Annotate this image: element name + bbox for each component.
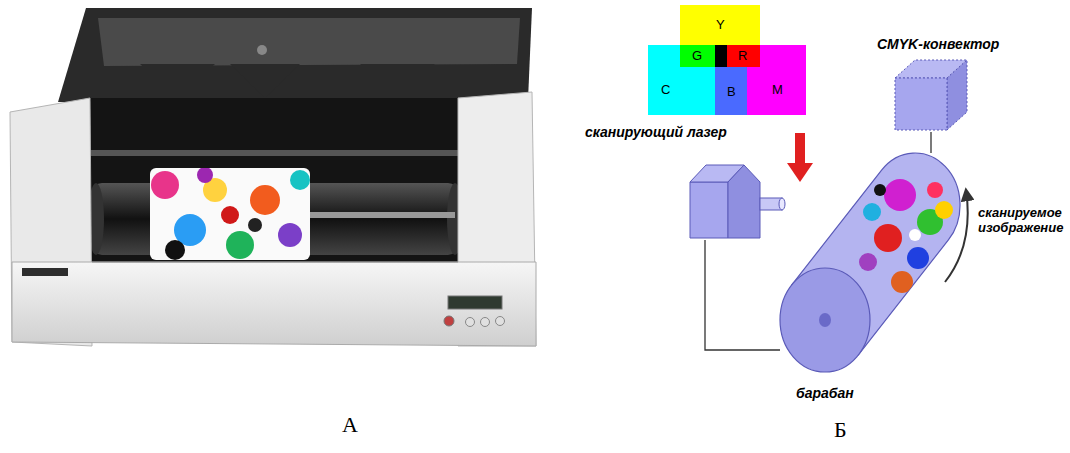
drum-hub: [819, 313, 831, 327]
scanner-front: [12, 262, 536, 346]
node-caption: CMYK-конвектор: [877, 36, 999, 52]
drum-end: [780, 268, 870, 372]
image-blob: [891, 271, 913, 293]
lid-panel: [98, 18, 520, 66]
rear-rod: [90, 150, 458, 156]
color-blob: [290, 170, 310, 190]
drum-rod: [310, 212, 455, 218]
color-letter: R: [738, 49, 747, 64]
node-caption: барабан: [796, 385, 854, 401]
lid-notch: [360, 64, 435, 98]
laser-arrow: [795, 133, 805, 163]
wrapped-image: [150, 168, 310, 260]
color-blob: [221, 206, 239, 224]
blue-overlap: [715, 67, 747, 115]
image-blob: [863, 203, 881, 221]
laser-lens: [779, 198, 785, 210]
color-blob: [151, 171, 179, 199]
color-letter: M: [772, 83, 783, 98]
drum-cylinder: барабан: [780, 153, 960, 413]
color-blob: [226, 231, 254, 259]
black-overlap: [715, 45, 727, 67]
panel-letter: Б: [834, 417, 847, 442]
lid-notch: [230, 64, 300, 98]
converter-cube-shape: [895, 60, 967, 132]
logo-dot: [444, 316, 454, 326]
laser-arrow-head: [787, 163, 813, 182]
image-blob: [909, 229, 921, 241]
drum-cylinder-shape: [780, 153, 960, 413]
image-blob: [884, 179, 916, 211]
front-edge: [92, 262, 458, 263]
laser-box: сканирующий лазер: [690, 155, 787, 240]
image-blob: [859, 253, 877, 271]
image-blob: [874, 224, 902, 252]
color-blob: [197, 168, 213, 183]
panel-button: [481, 318, 490, 327]
panel-button: [496, 317, 505, 326]
image-blob: [927, 182, 943, 198]
converter-cube: CMYK-конвектор: [895, 60, 967, 132]
color-blob: [165, 240, 185, 260]
name-plate: [22, 268, 68, 276]
panel-letter: А: [342, 412, 358, 437]
cube-front: [895, 78, 947, 130]
laser-side: [690, 182, 728, 238]
image-blob: [874, 184, 886, 196]
lid-notch: [140, 64, 215, 98]
node-caption: сканирующий лазер: [585, 124, 727, 140]
color-blob: [250, 185, 280, 215]
red-overlap: [727, 45, 760, 67]
color-letter: G: [692, 49, 702, 64]
color-letter: B: [727, 85, 736, 100]
scanner-cavity: [88, 98, 460, 268]
lid-knob: [257, 45, 267, 55]
color-blob: [278, 223, 302, 247]
image-blob: [935, 201, 953, 219]
color-blob: [248, 218, 262, 232]
cube-side: [947, 60, 967, 130]
green-overlap: [680, 45, 715, 67]
connector-line: [930, 132, 931, 153]
scanner-lid: [58, 8, 532, 102]
wrapped-image-colors: [151, 168, 310, 260]
laser-box-shape: [690, 155, 787, 240]
color-letter: C: [661, 83, 670, 98]
callout-label: сканируемое изображение: [978, 206, 1068, 236]
scanned-image: [859, 179, 953, 293]
yellow-square: [680, 5, 760, 45]
cyan-square: [648, 45, 715, 115]
lcd-display: [448, 296, 502, 309]
connector-line: [705, 240, 780, 350]
image-blob: [907, 247, 929, 269]
panel-button: [466, 318, 475, 327]
laser-front: [728, 165, 760, 238]
color-letter: Y: [716, 18, 725, 33]
